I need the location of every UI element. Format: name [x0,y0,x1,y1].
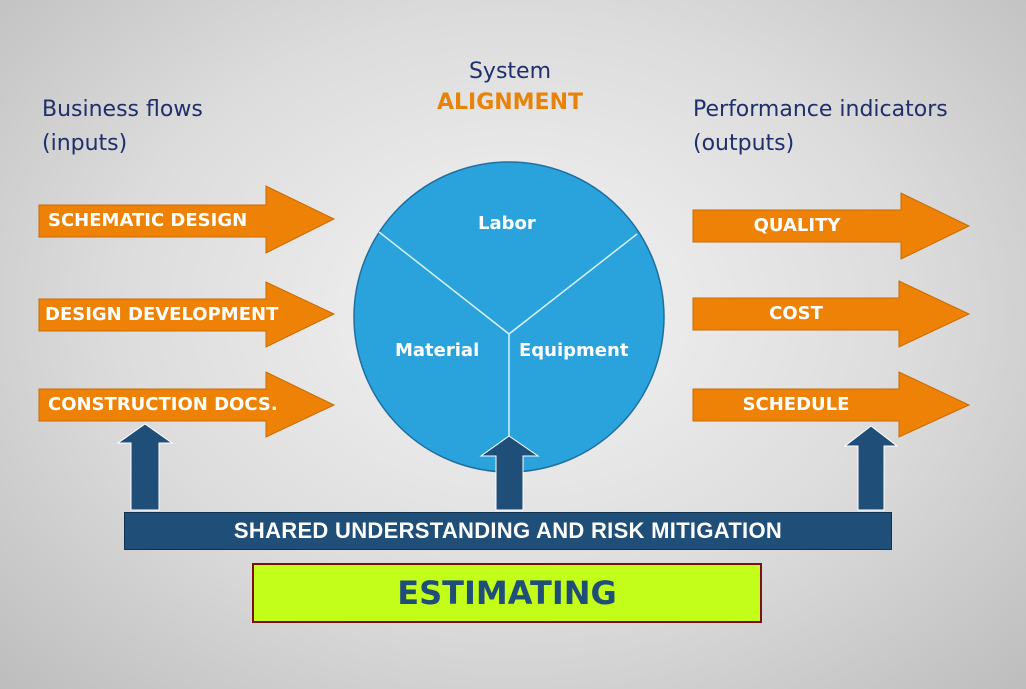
output-label-schedule: SCHEDULE [742,394,850,415]
outputs-heading-line2: (outputs) [693,131,795,156]
input-label-design-development: DESIGN DEVELOPMENT [45,304,279,325]
estimating-box: ESTIMATING [252,563,762,623]
system-heading-line1: System [468,59,552,84]
shared-understanding-bar: SHARED UNDERSTANDING AND RISK MITIGATION [124,512,892,550]
circle-label-equipment: Equipment [519,340,629,361]
up-arrow-right [843,425,899,511]
output-arrow-schedule [692,371,971,438]
inputs-heading-line1: Business flows [42,97,203,122]
input-arrow-construction-docs [38,371,336,438]
output-arrow-quality [692,192,971,260]
system-heading: System ALIGNMENT [420,56,600,118]
outputs-heading-line1: Performance indicators [693,97,948,122]
inputs-heading: Business flows (inputs) [42,93,203,161]
sector-divider-right [508,233,638,335]
input-label-schematic-design: SCHEMATIC DESIGN [48,210,248,231]
output-arrow-cost [692,280,971,348]
up-arrow-center [479,435,540,511]
outputs-heading: Performance indicators (outputs) [693,93,948,161]
input-arrow-design-development [38,281,336,348]
inputs-heading-line2: (inputs) [42,131,128,156]
sector-divider-left [378,231,510,335]
up-arrow-left [116,423,174,511]
estimating-label: ESTIMATING [397,574,617,612]
output-label-quality: QUALITY [753,215,841,236]
shared-understanding-label: SHARED UNDERSTANDING AND RISK MITIGATION [233,518,783,543]
input-arrow-schematic-design [38,185,336,254]
system-heading-alignment: ALIGNMENT [436,90,584,115]
circle-label-labor: Labor [478,213,536,234]
output-label-cost: COST [769,303,823,324]
circle-label-material: Material [395,340,480,361]
input-label-construction-docs: CONSTRUCTION DOCS. [48,394,278,415]
